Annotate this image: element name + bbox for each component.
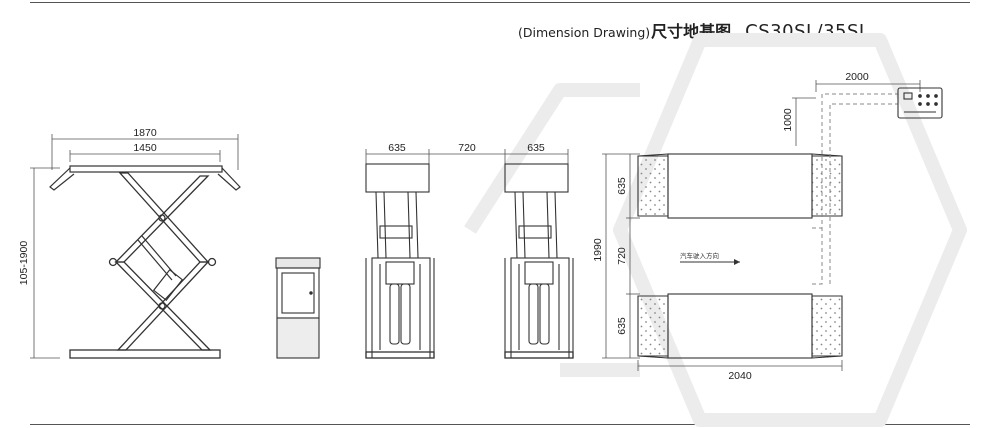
top-rule bbox=[30, 2, 970, 3]
direction-label: 汽车驶入方向 bbox=[680, 251, 719, 260]
dim-label-front-gap: 720 bbox=[458, 142, 476, 154]
base-plate bbox=[69, 349, 221, 359]
control-box-top bbox=[897, 87, 943, 119]
dim-line-front bbox=[365, 149, 569, 166]
top-view bbox=[602, 80, 943, 371]
dim-label-1000: 1000 bbox=[782, 108, 794, 132]
dim-line-2040 bbox=[637, 360, 843, 371]
dim-label-height: 105-1900 bbox=[18, 241, 30, 286]
front-view-labels: 635 720 635 bbox=[388, 142, 545, 154]
dim-label-2000: 2000 bbox=[845, 71, 869, 83]
dim-label-top-635-upper: 635 bbox=[616, 177, 628, 195]
dim-line-height bbox=[30, 167, 60, 359]
side-view bbox=[30, 134, 241, 359]
hydraulic-cylinder bbox=[137, 235, 184, 302]
dim-label-2040: 2040 bbox=[728, 370, 752, 382]
dim-label-1870: 1870 bbox=[133, 127, 157, 139]
top-view-labels: 2000 1000 1990 635 720 635 2040 汽车驶入方向 bbox=[592, 71, 869, 382]
cable-route bbox=[812, 93, 898, 285]
control-cabinet bbox=[275, 257, 321, 359]
top-platform-upper bbox=[637, 153, 843, 219]
dim-line-cable bbox=[792, 80, 921, 146]
side-view-labels: 1870 1450 105-1900 bbox=[18, 127, 157, 285]
subtitle-en: (Dimension Drawing) bbox=[518, 25, 651, 40]
dim-label-1990: 1990 bbox=[592, 238, 604, 262]
dim-label-front-left: 635 bbox=[388, 142, 406, 154]
platform-top bbox=[49, 165, 241, 191]
dim-line-1870 bbox=[51, 134, 239, 170]
dim-label-top-720: 720 bbox=[616, 247, 628, 265]
front-unit-right bbox=[504, 163, 574, 359]
dim-line-top-vertical bbox=[602, 153, 640, 359]
watermark-graphic bbox=[464, 33, 967, 427]
dim-line-1450 bbox=[69, 150, 221, 162]
dim-label-top-635-lower: 635 bbox=[616, 317, 628, 335]
top-platform-lower bbox=[637, 293, 843, 359]
front-unit-left bbox=[365, 163, 435, 359]
scissor-arms bbox=[108, 172, 217, 351]
bottom-rule bbox=[30, 424, 970, 425]
dim-label-front-right: 635 bbox=[527, 142, 545, 154]
front-view bbox=[365, 149, 574, 359]
dim-label-1450: 1450 bbox=[133, 142, 157, 154]
